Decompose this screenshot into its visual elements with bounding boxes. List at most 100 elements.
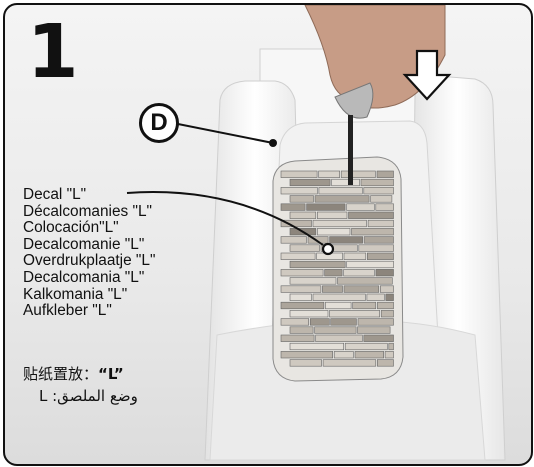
tile xyxy=(357,318,394,326)
tile xyxy=(346,203,375,211)
tile xyxy=(366,252,394,260)
label-zh-quoted: “L” xyxy=(98,365,124,383)
tile xyxy=(307,236,329,244)
step-number: 1 xyxy=(27,9,79,95)
label-fr: Décalcomanies "L" xyxy=(23,202,152,220)
tile xyxy=(306,203,346,211)
tile xyxy=(343,252,367,260)
tile xyxy=(289,359,322,367)
tile xyxy=(343,269,375,277)
down-arrow-icon xyxy=(402,49,452,101)
tile xyxy=(318,170,341,178)
tile xyxy=(289,277,337,285)
tile xyxy=(320,244,358,252)
tile xyxy=(384,351,394,359)
hand-with-screwdriver xyxy=(304,5,446,185)
label-nl: Overdrukplaatje "L" xyxy=(23,252,156,270)
tile xyxy=(363,187,394,195)
label-es: Colocación"L" xyxy=(23,219,119,237)
tile xyxy=(280,236,307,244)
tile xyxy=(289,326,314,334)
tile xyxy=(324,269,343,277)
tile xyxy=(289,178,331,187)
tile xyxy=(325,301,352,310)
tile xyxy=(352,301,377,310)
tile xyxy=(289,310,329,318)
tile xyxy=(377,301,394,310)
tile xyxy=(280,334,315,342)
tile xyxy=(344,342,388,351)
decal-label-list: Decal "L" Décalcomanies "L" Colocación"L… xyxy=(23,186,156,320)
tile xyxy=(354,351,385,359)
tile xyxy=(312,293,366,301)
label-zh-text: 贴纸置放： xyxy=(23,365,99,383)
tile xyxy=(385,293,394,301)
tile xyxy=(379,285,394,293)
tile xyxy=(309,318,330,326)
tile xyxy=(312,219,367,228)
tile xyxy=(357,326,391,334)
tile xyxy=(280,351,334,359)
tile xyxy=(315,334,363,342)
tile xyxy=(280,187,318,195)
tile xyxy=(337,277,393,285)
tile xyxy=(289,293,312,301)
instruction-panel: 1 D Decal "L" Décalcomanies "L" Colocaci… xyxy=(3,3,533,466)
tile xyxy=(280,269,324,277)
tile xyxy=(340,170,376,178)
tile xyxy=(358,244,394,252)
tile xyxy=(280,203,306,211)
label-de: Aufkleber "L" xyxy=(23,302,112,320)
label-leader-line xyxy=(126,191,324,246)
tile xyxy=(330,318,357,326)
tile xyxy=(366,293,385,301)
tile xyxy=(280,301,325,310)
tile xyxy=(289,244,320,252)
tile xyxy=(380,310,394,318)
tile xyxy=(333,351,354,359)
label-zh: 贴纸置放：“L” xyxy=(23,363,124,384)
tile xyxy=(314,326,357,334)
tile xyxy=(376,359,394,367)
tile xyxy=(329,310,381,318)
callout-dot xyxy=(269,139,277,147)
tile xyxy=(316,211,348,219)
tile xyxy=(289,195,314,203)
tile xyxy=(280,170,318,178)
label-en: Decal "L" xyxy=(23,186,87,203)
tile xyxy=(331,178,360,187)
tile xyxy=(370,195,393,203)
tile xyxy=(322,359,377,367)
tile xyxy=(280,318,310,326)
tile xyxy=(367,219,394,228)
tile xyxy=(289,260,346,269)
tile xyxy=(343,285,380,293)
assembly-illustration xyxy=(126,5,506,461)
tile xyxy=(280,285,322,293)
label-pt: Decalcomania "L" xyxy=(23,268,145,286)
tile xyxy=(318,187,363,195)
tile xyxy=(376,170,394,178)
label-pl: Kalkomania "L" xyxy=(23,285,128,303)
tile xyxy=(314,195,370,203)
tile xyxy=(363,334,394,342)
tile xyxy=(363,236,394,244)
tile xyxy=(375,269,394,277)
tile xyxy=(348,211,394,219)
decal-sticker xyxy=(272,156,404,382)
tile xyxy=(280,252,316,260)
callout-letter-d: D xyxy=(139,103,179,143)
tile xyxy=(360,178,394,187)
tile xyxy=(289,342,345,351)
label-target-dot xyxy=(321,242,335,256)
tile xyxy=(329,236,363,244)
label-it: Decalcomanie "L" xyxy=(23,235,145,253)
label-ar: وضع الملصق: L xyxy=(39,387,138,405)
tile xyxy=(351,228,394,236)
callout-leader-line xyxy=(172,122,274,144)
tile xyxy=(375,203,394,211)
tile xyxy=(289,211,317,219)
tile xyxy=(346,260,394,269)
tile xyxy=(317,228,351,236)
tile xyxy=(388,342,394,351)
